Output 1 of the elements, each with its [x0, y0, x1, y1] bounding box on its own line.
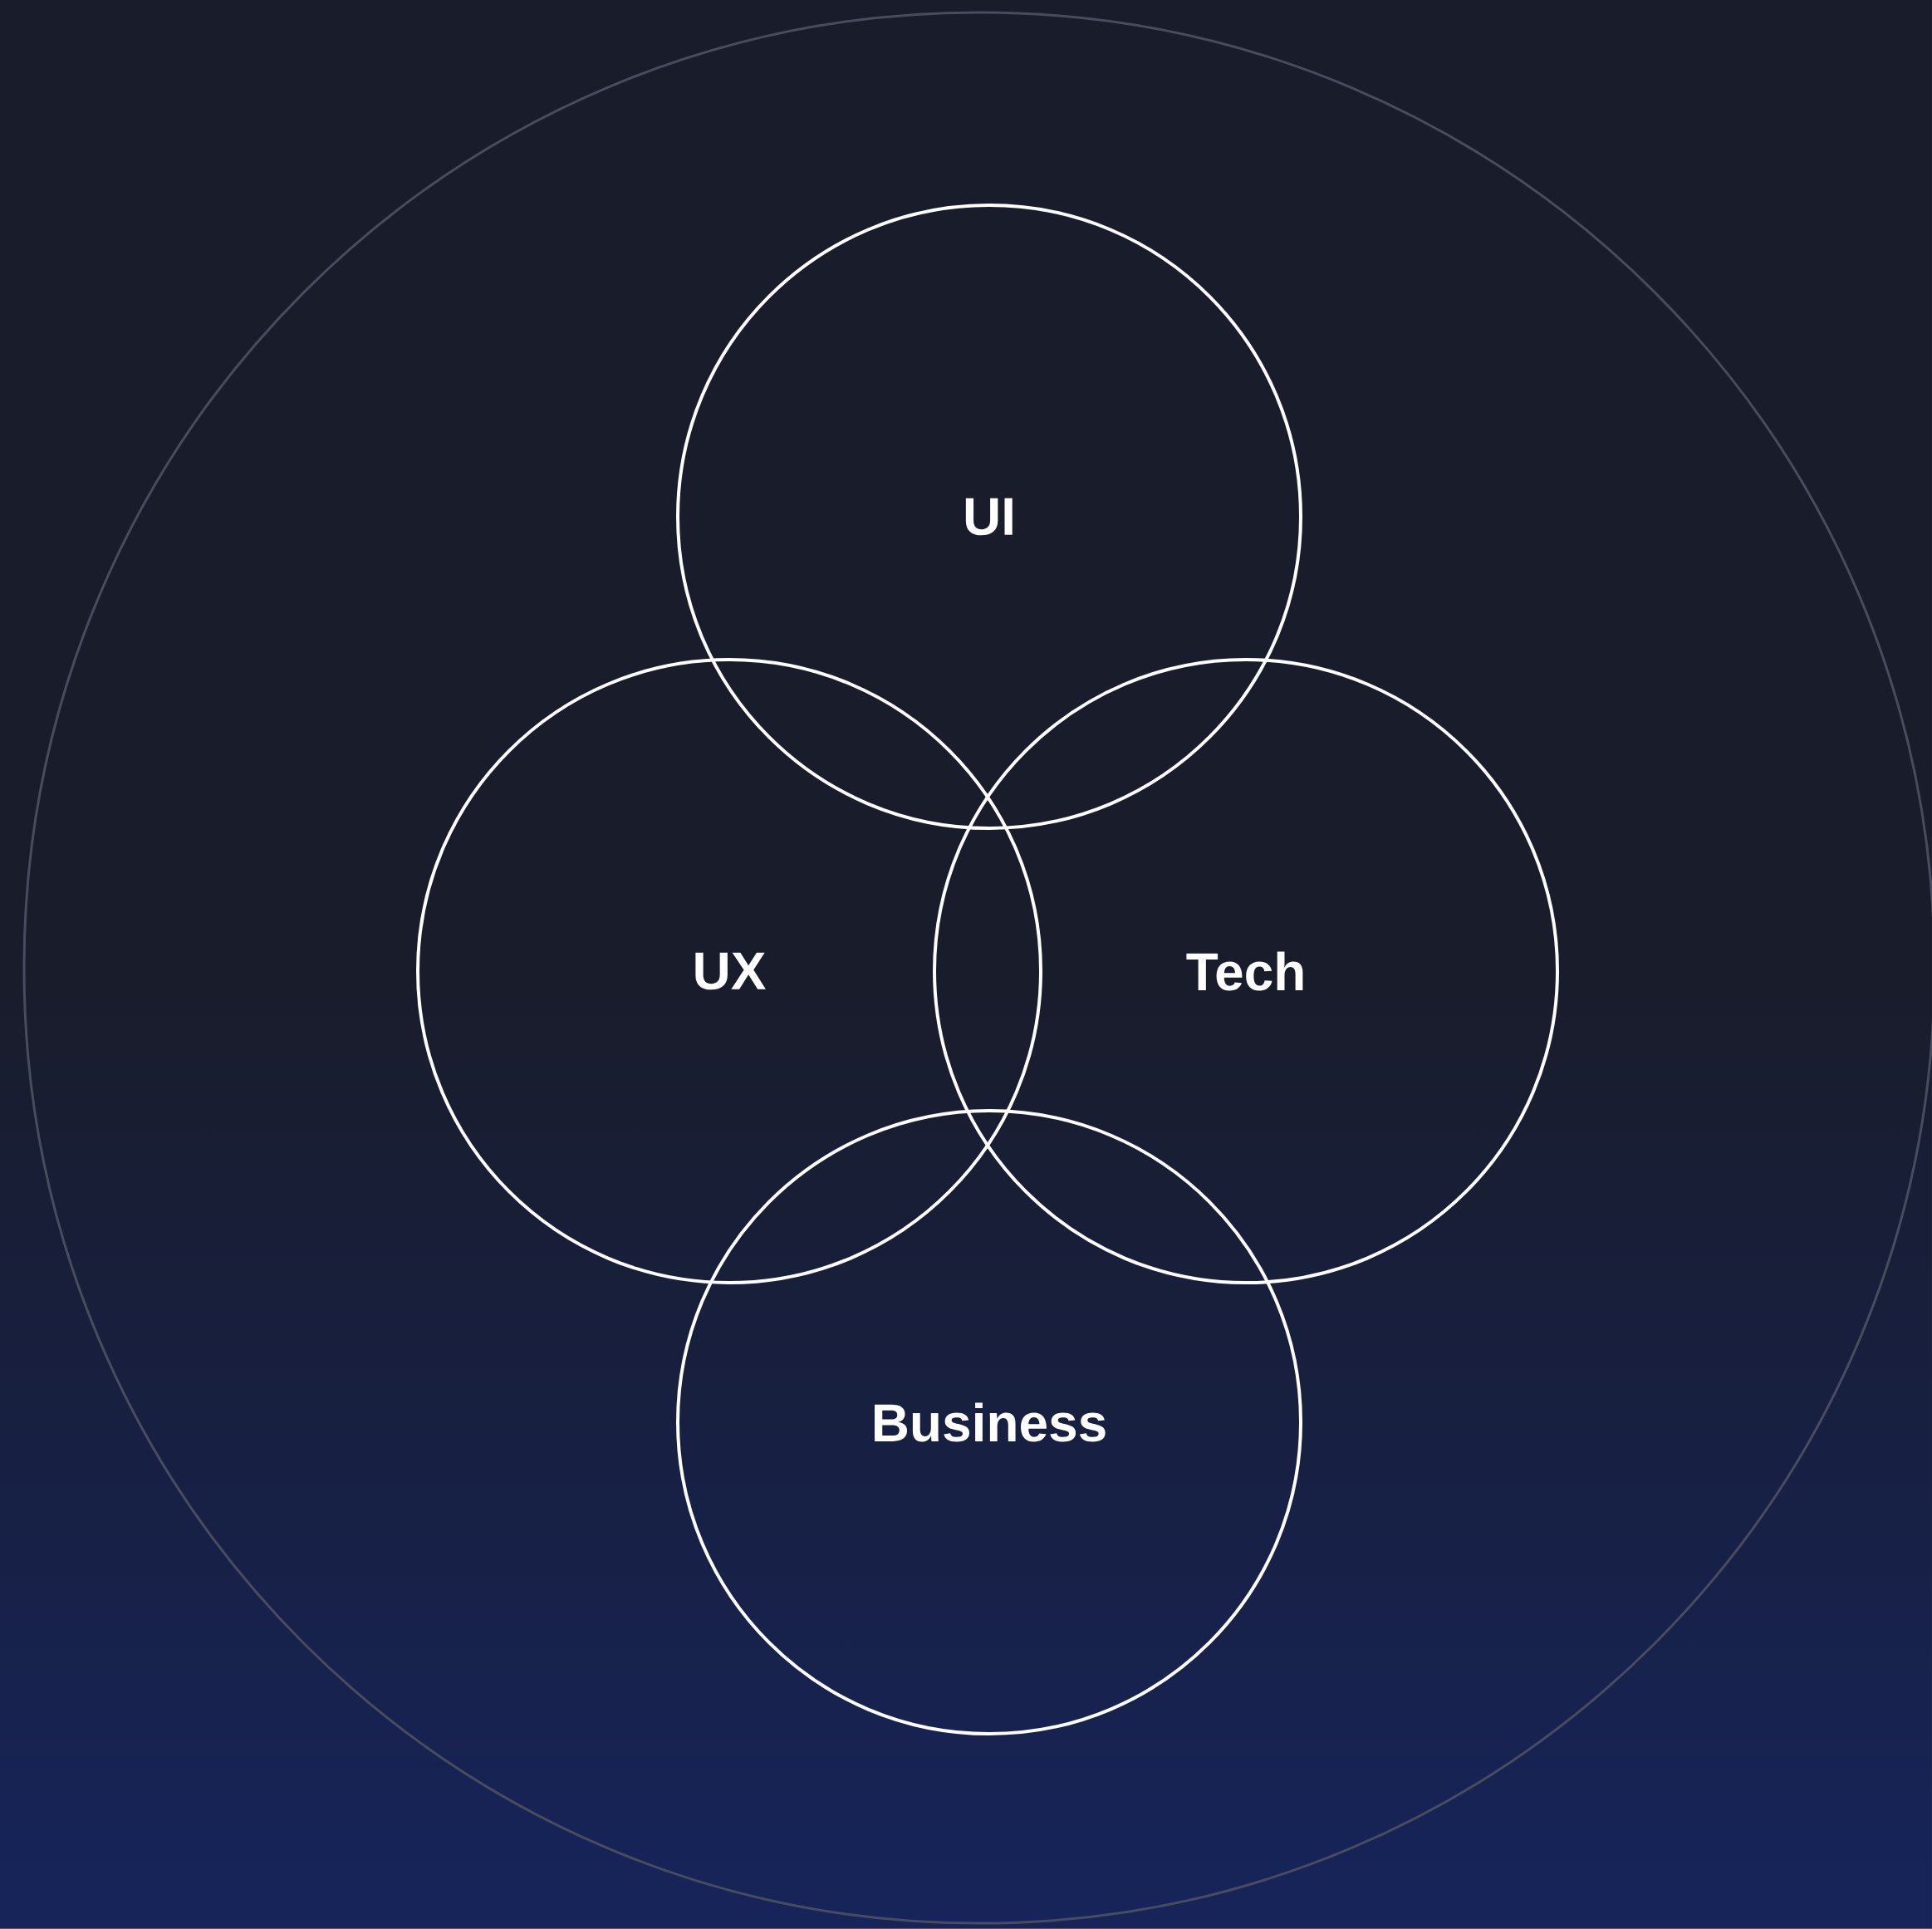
- outer-ring: [22, 11, 1932, 1925]
